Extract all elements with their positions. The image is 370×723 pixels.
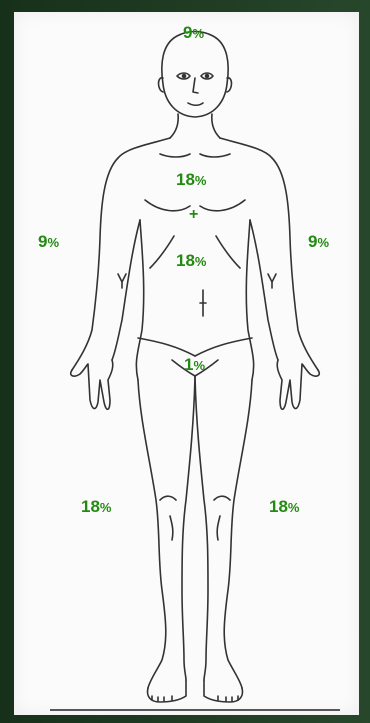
abdomen-percent-label: 18%: [176, 252, 206, 269]
center-mark: +: [189, 207, 198, 223]
head-outline: [162, 32, 228, 118]
head-percent-label: 9%: [183, 24, 204, 41]
right-arm-percent-label: 9%: [38, 233, 59, 250]
left-leg-percent-label: 18%: [269, 498, 299, 515]
right-leg-percent-label: 18%: [81, 498, 111, 515]
chest-percent-label: 18%: [176, 171, 206, 188]
left-arm-percent-label: 9%: [308, 233, 329, 250]
groin-percent-label: 1%: [184, 356, 205, 373]
